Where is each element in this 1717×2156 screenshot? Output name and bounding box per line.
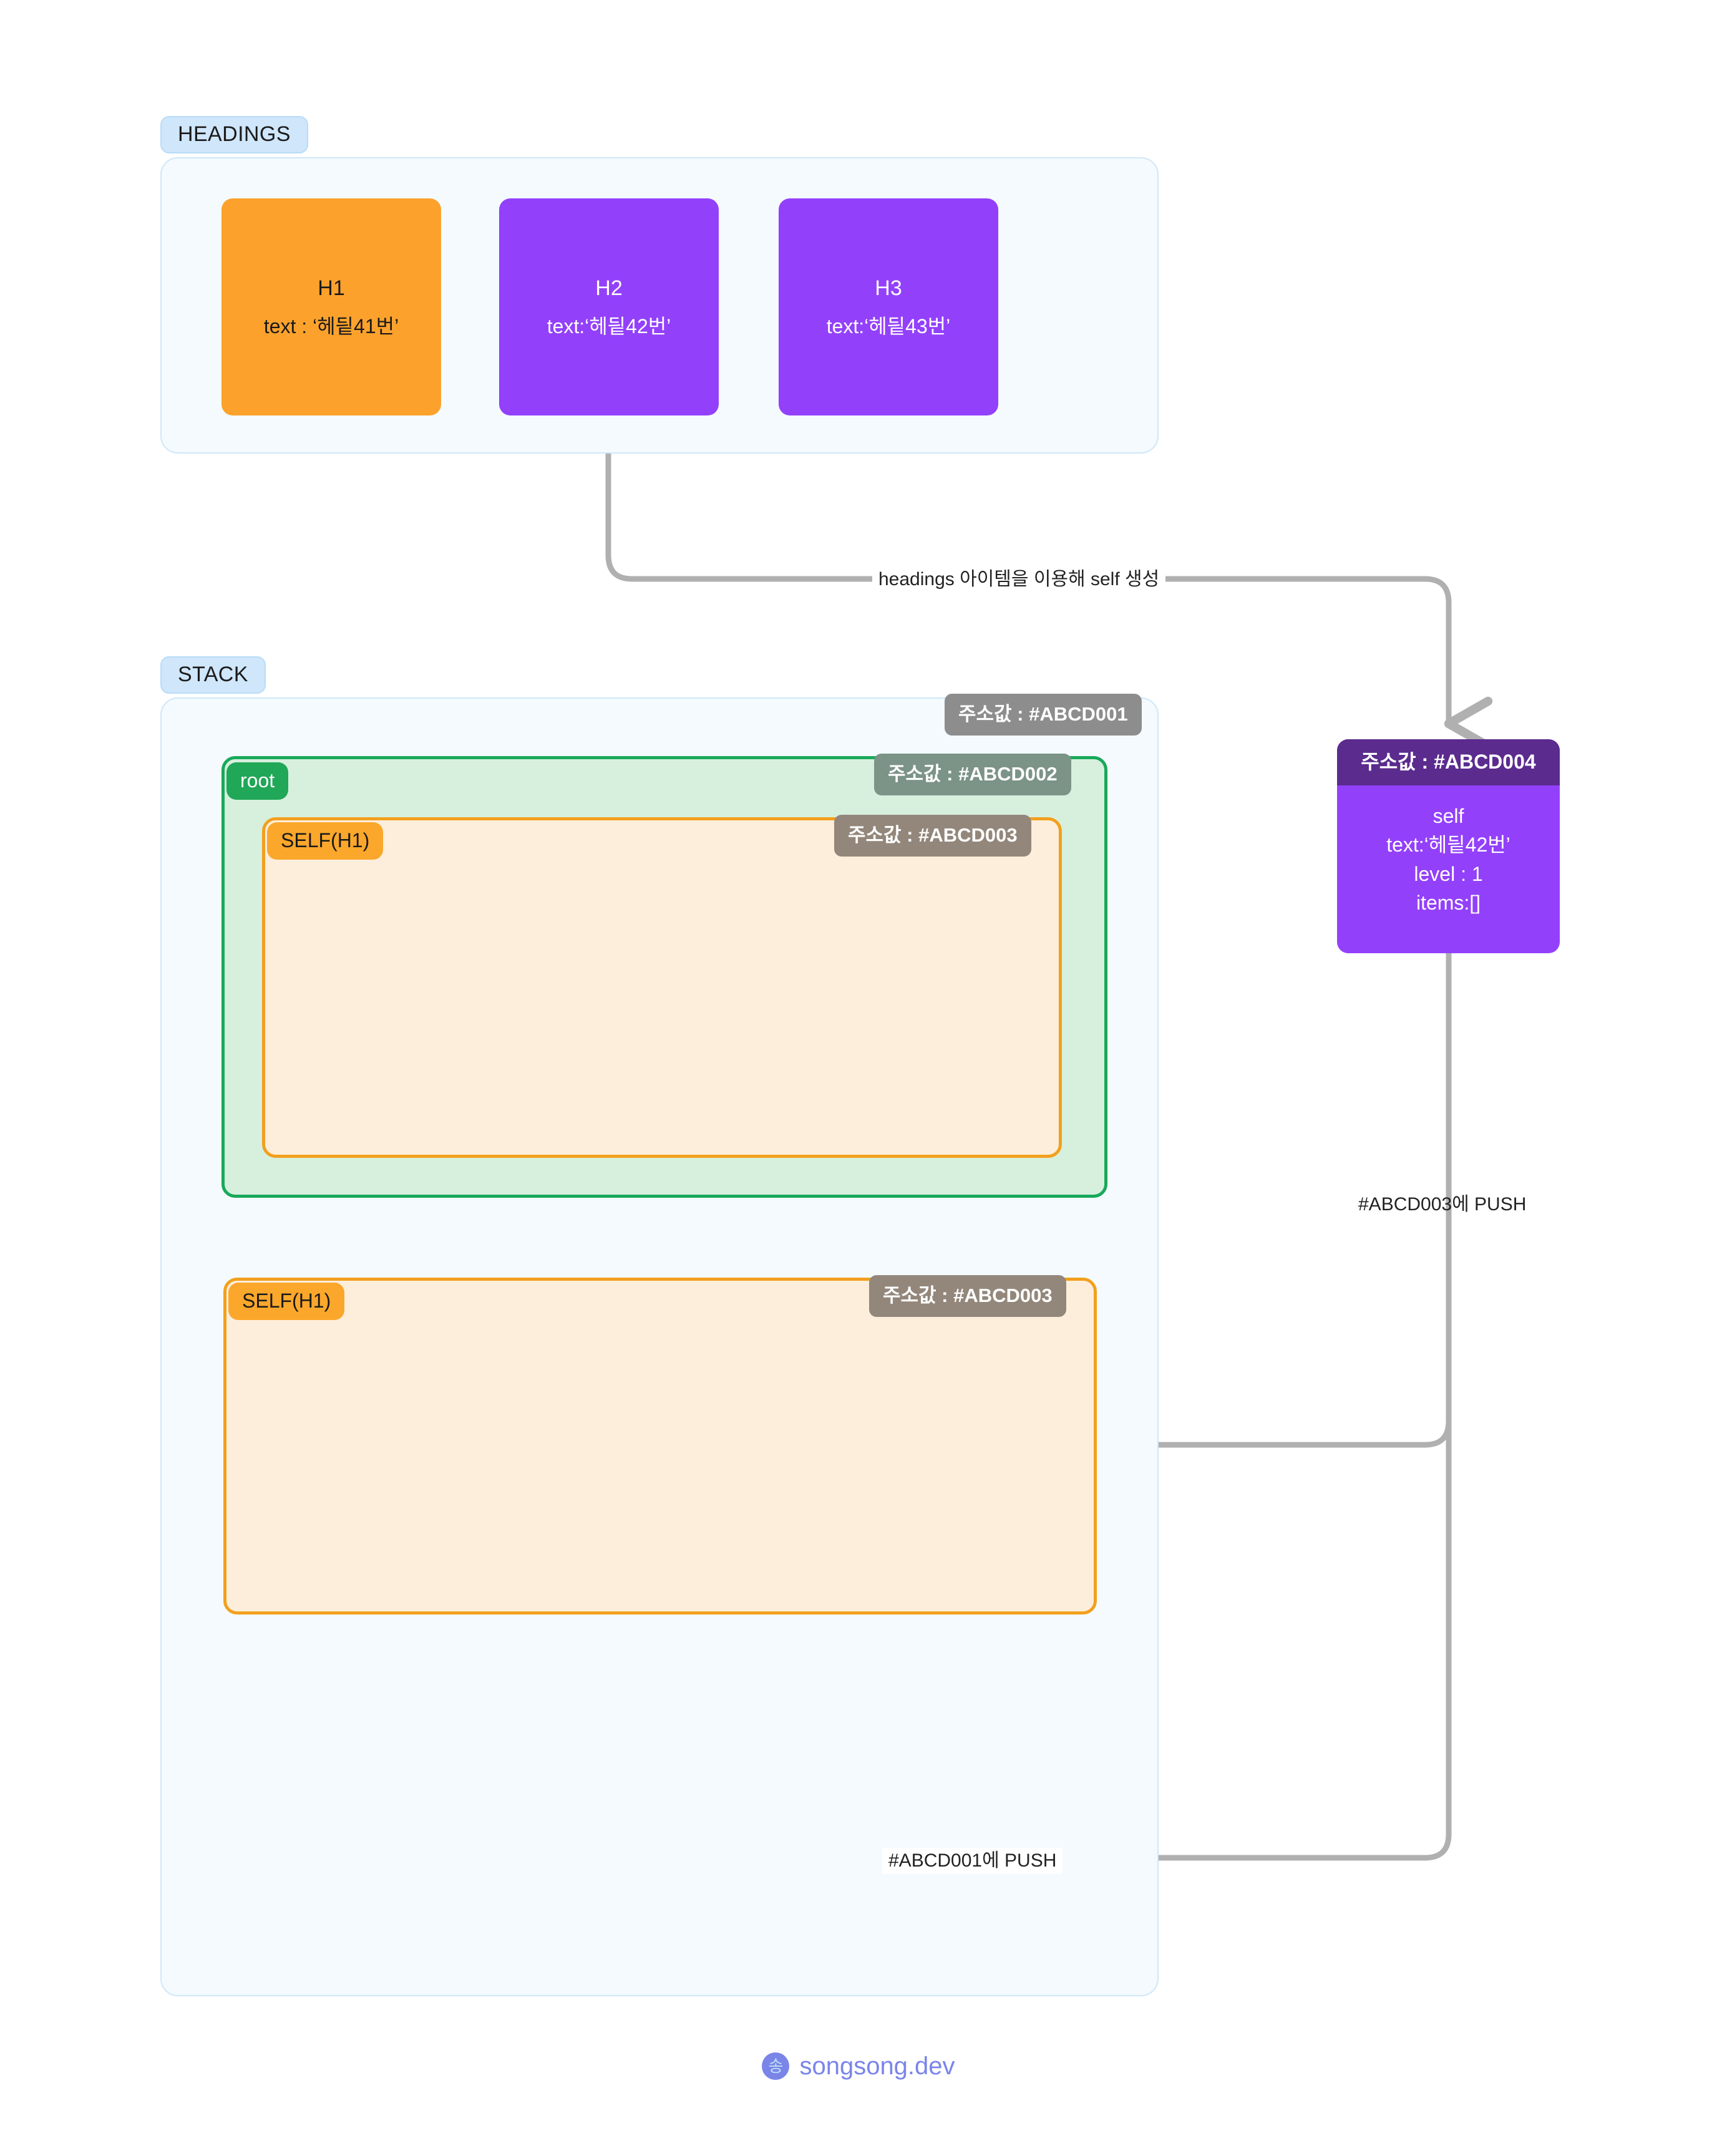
self-node-line-text: text:‘헤딑42번’ bbox=[1386, 833, 1510, 857]
heading-card-title: H2 bbox=[595, 276, 623, 300]
inner-self-label-pill: SELF(H1) bbox=[267, 822, 384, 860]
self-node-line-level: level : 1 bbox=[1414, 862, 1483, 885]
heading-card-text: text:‘헤딑43번’ bbox=[826, 315, 951, 338]
footer-watermark: 송 songsong.dev bbox=[0, 2052, 1717, 2080]
edge-label-push-abcd003: #ABCD003에 PUSH bbox=[1358, 1194, 1527, 1215]
self-node-body: self text:‘헤딑42번’ level : 1 items:[] bbox=[1337, 785, 1560, 918]
self-object-node[interactable]: 주소값 : #ABCD004 self text:‘헤딑42번’ level :… bbox=[1337, 739, 1560, 953]
heading-card-h3[interactable]: H3 text:‘헤딑43번’ bbox=[779, 198, 998, 415]
self-node-line-self: self bbox=[1432, 805, 1464, 827]
heading-card-h2[interactable]: H2 text:‘헤딑42번’ bbox=[499, 198, 719, 415]
heading-card-h1[interactable]: H1 text : ‘헤딑41번’ bbox=[221, 198, 441, 415]
address-badge-abcd003-detached: 주소값 : #ABCD003 bbox=[869, 1275, 1066, 1317]
address-badge-abcd003-inner: 주소값 : #ABCD003 bbox=[834, 815, 1031, 857]
heading-card-text: text : ‘헤딑41번’ bbox=[263, 315, 399, 338]
detached-self-label-pill: SELF(H1) bbox=[228, 1283, 345, 1320]
heading-card-title: H1 bbox=[318, 276, 345, 300]
self-node-address: 주소값 : #ABCD004 bbox=[1337, 739, 1560, 785]
section-tag-stack: STACK bbox=[160, 656, 266, 694]
address-badge-abcd001: 주소값 : #ABCD001 bbox=[945, 694, 1142, 736]
heading-card-text: text:‘헤딑42번’ bbox=[547, 315, 671, 338]
stack-inner-self-box[interactable] bbox=[262, 817, 1062, 1158]
stack-detached-self-box[interactable] bbox=[223, 1278, 1097, 1615]
self-node-line-items: items:[] bbox=[1416, 891, 1481, 915]
section-tag-headings: HEADINGS bbox=[160, 116, 308, 153]
footer-brand-text: songsong.dev bbox=[799, 2052, 955, 2080]
songsong-logo-icon: 송 bbox=[762, 2052, 790, 2080]
edge-label-create-self: headings 아이템을 이용해 self 생성 bbox=[872, 566, 1166, 593]
address-badge-abcd002: 주소값 : #ABCD002 bbox=[874, 754, 1071, 795]
edge-label-push-abcd001: #ABCD001에 PUSH bbox=[882, 1848, 1063, 1874]
heading-card-title: H3 bbox=[875, 276, 902, 300]
root-label-pill: root bbox=[226, 762, 289, 800]
